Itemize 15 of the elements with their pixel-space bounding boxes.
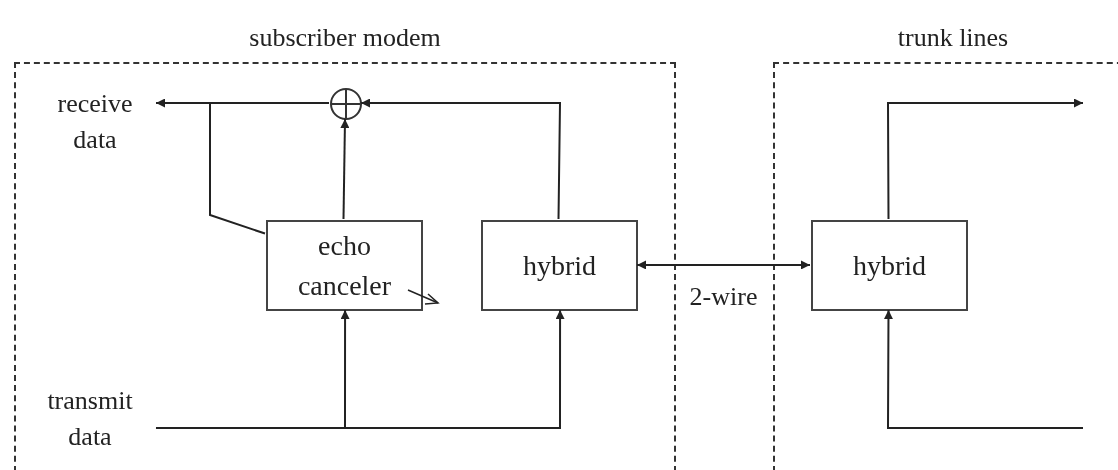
arrow — [340, 118, 350, 220]
summing-junction — [330, 88, 362, 120]
connector-line — [209, 102, 330, 235]
block-box: hybrid — [481, 220, 638, 311]
double-arrow — [636, 260, 811, 270]
region-title: trunk lines — [896, 22, 1010, 54]
region-title: subscriber modem — [248, 22, 442, 54]
arrow — [883, 309, 1084, 429]
arrow — [360, 98, 561, 220]
block-box: echo canceler — [266, 220, 423, 311]
arrow — [887, 98, 1084, 220]
arrow — [155, 309, 565, 429]
signal-label: receive data — [33, 86, 157, 158]
signal-label: transmit data — [23, 386, 157, 452]
block-box: hybrid — [811, 220, 968, 311]
